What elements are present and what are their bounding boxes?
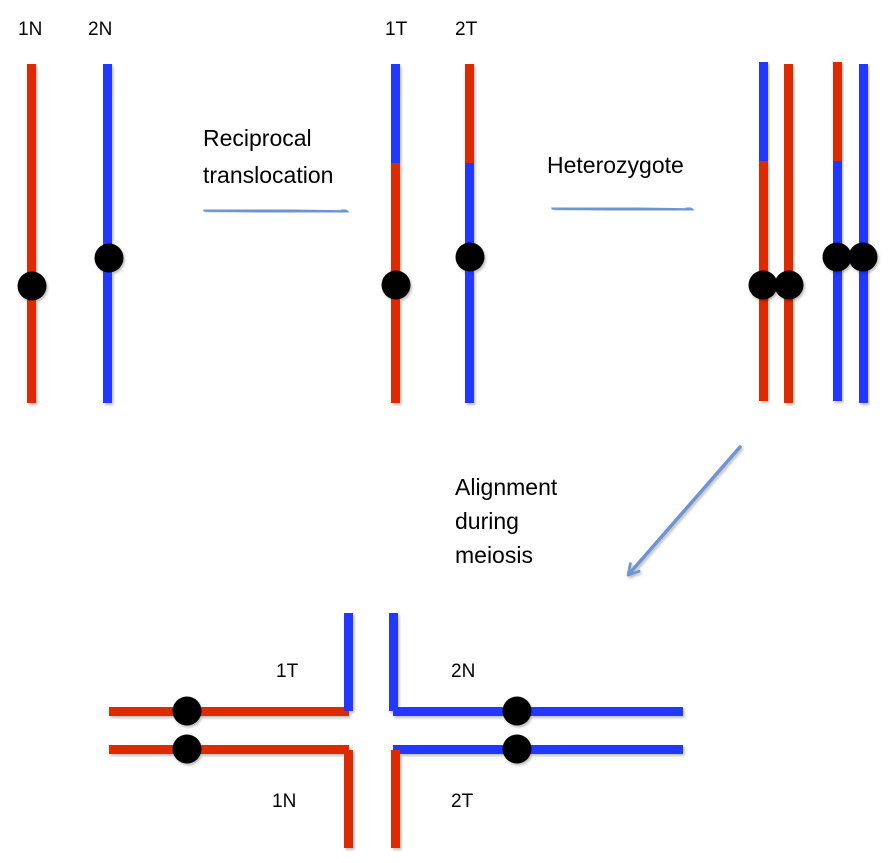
chromosome-1N [17,64,47,403]
label-1T: 1T [385,19,408,40]
chromosome-1N-horizontal-arm [109,745,349,754]
chromosome-2N [859,64,868,403]
centromere-icon [172,734,202,764]
chromosome-1T-segment-2 [344,613,353,711]
caption-line-2: during [455,508,519,534]
centromere-icon [381,270,411,300]
chromosome-2N-vertical-arm [389,613,398,711]
chromosome-1T-segment-2 [391,64,400,163]
stage-heterozygote [748,62,878,403]
label-1N: 1N [272,791,296,812]
centromere-icon [455,242,485,272]
chromosome-2N-horizontal-arm [393,707,683,716]
chromosome-2T [455,64,485,403]
centromere-icon [94,243,124,273]
stage-translocated: 1T 2T [381,19,485,403]
centromere-icon [848,242,878,272]
arrow-alignment-during-meiosis: Alignment during meiosis [455,445,742,577]
label-1T: 1T [276,661,299,682]
right-arrow-icon [203,204,349,220]
caption-line-2: translocation [203,162,333,188]
label-2N: 2N [88,19,112,40]
label-2T: 2T [455,19,478,40]
chromosome-2N [94,64,124,403]
chromosome-1N [784,64,793,403]
right-arrow-icon [551,202,694,218]
chromosome-2N-arm [103,64,112,403]
chromosome-1T-segment-1 [109,707,349,716]
caption-line-1: Reciprocal [203,125,312,151]
centromere-icon [17,271,47,301]
stage-meiosis: 1T 2N 1N 2T [109,613,683,848]
stage-normal: 1N 2N [17,19,124,403]
chromosome-1T [381,64,411,403]
chromosome-2T-segment-2 [833,161,842,401]
chromosome-1N-arm [27,64,36,403]
centromere-icon [502,734,532,764]
chromosome-1N-vertical-arm [344,750,353,848]
arrow-reciprocal-translocation: Reciprocal translocation [203,125,349,220]
chromosome-2N-arm [859,64,868,403]
chromosome-1T-segment-2 [759,62,768,161]
chromosome-1N [109,734,353,848]
centromere-icon [172,696,202,726]
caption-line-3: meiosis [455,542,533,568]
chromosome-2T-segment-2 [393,745,683,754]
centromere-icon [822,242,852,272]
chromosome-2T-segment-1 [465,64,474,163]
diagonal-arrow-icon [626,445,742,577]
chromosome-2N [389,613,683,726]
arrow-heterozygote: Heterozygote [547,152,694,218]
chromosome-2T [833,62,842,401]
chromosome-1N-arm [784,64,793,403]
chromosome-2T-segment-2 [465,163,474,403]
chromosome-1T [109,613,353,726]
label-1N: 1N [18,19,42,40]
centromere-icon [502,696,532,726]
chromosome-2T [391,734,683,848]
caption-line-1: Alignment [455,474,558,500]
chromosome-2T-segment-1 [391,750,400,848]
label-2T: 2T [451,791,474,812]
chromosome-1T [759,62,768,401]
centromere-icon [748,270,778,300]
chromosome-2T-segment-1 [833,62,842,161]
caption-line-1: Heterozygote [547,152,684,178]
label-2N: 2N [451,661,475,682]
centromere-icon [774,270,804,300]
